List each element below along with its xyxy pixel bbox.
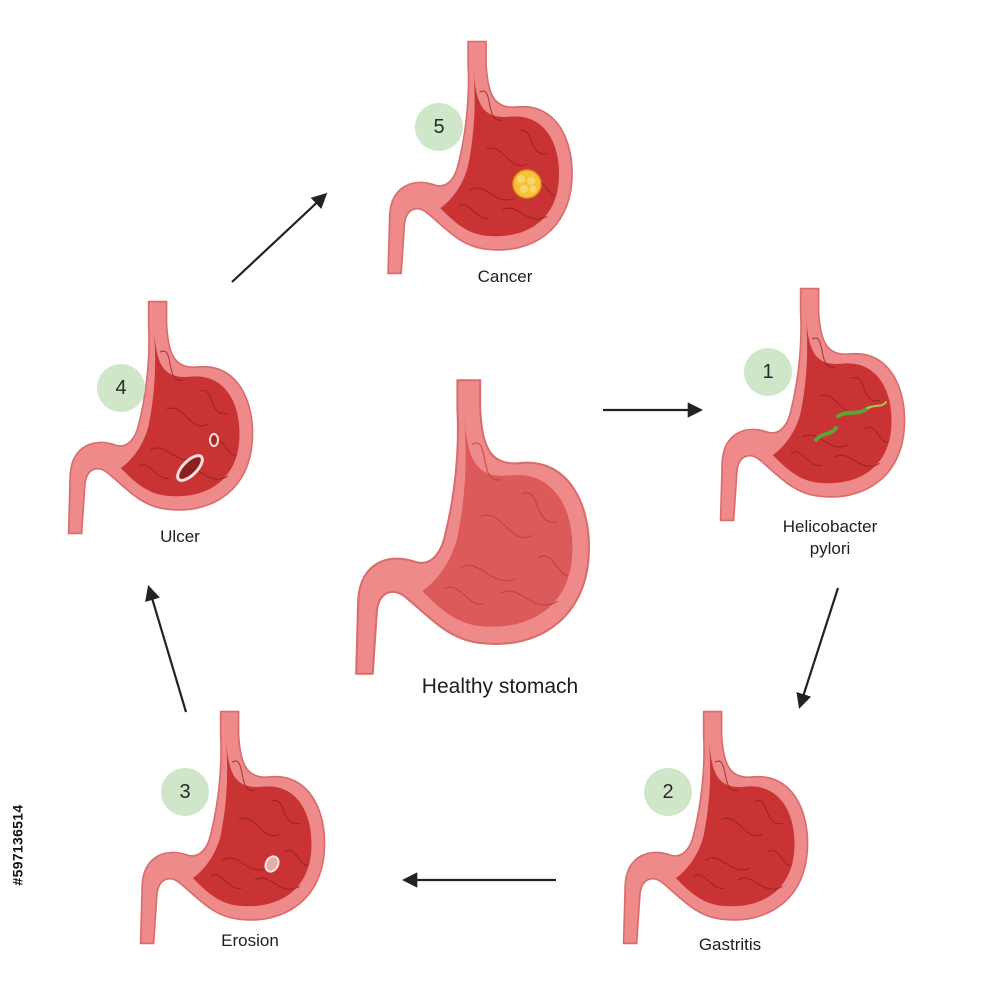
stage-label-erosion: Erosion: [221, 931, 279, 950]
arrow-erosion-to-ulcer: [145, 585, 188, 713]
tumor-lesion-icon: [512, 169, 542, 199]
stage-1-stomach-illustration: [719, 287, 906, 522]
stage-4-stomach-illustration: [67, 300, 254, 535]
stage-number-badge: 5: [415, 103, 463, 151]
stage-number-badge: 2: [644, 768, 692, 816]
stage-label-helicobacter: Helicobacter pylori: [782, 517, 878, 558]
healthy-stomach-label: Healthy stomach: [421, 675, 579, 698]
stage-number-badge: 3: [161, 768, 209, 816]
stage-number-badge: 1: [744, 348, 792, 396]
stage-label-cancer: Cancer: [477, 267, 533, 286]
arrow-helicobacter-to-gastritis: [796, 587, 840, 709]
stage-label-ulcer: Ulcer: [160, 527, 200, 546]
healthy-stomach-illustration: [354, 379, 591, 675]
erosion-lesion-icon: [264, 855, 280, 873]
stage-2-stomach-illustration: [622, 710, 809, 945]
ulcer-lesion-icon: [176, 433, 219, 482]
bacteria-icon: [814, 401, 887, 442]
arrow-ulcer-to-cancer: [231, 192, 328, 283]
stock-id-value: #597136514: [9, 804, 25, 886]
stage-3-stomach-illustration: [139, 710, 326, 945]
stage-5-stomach-illustration: [387, 40, 574, 275]
stage-label-gastritis: Gastritis: [698, 935, 762, 954]
stage-number-badge: 4: [97, 364, 145, 412]
stock-id-text: #597136514: [2, 770, 32, 920]
